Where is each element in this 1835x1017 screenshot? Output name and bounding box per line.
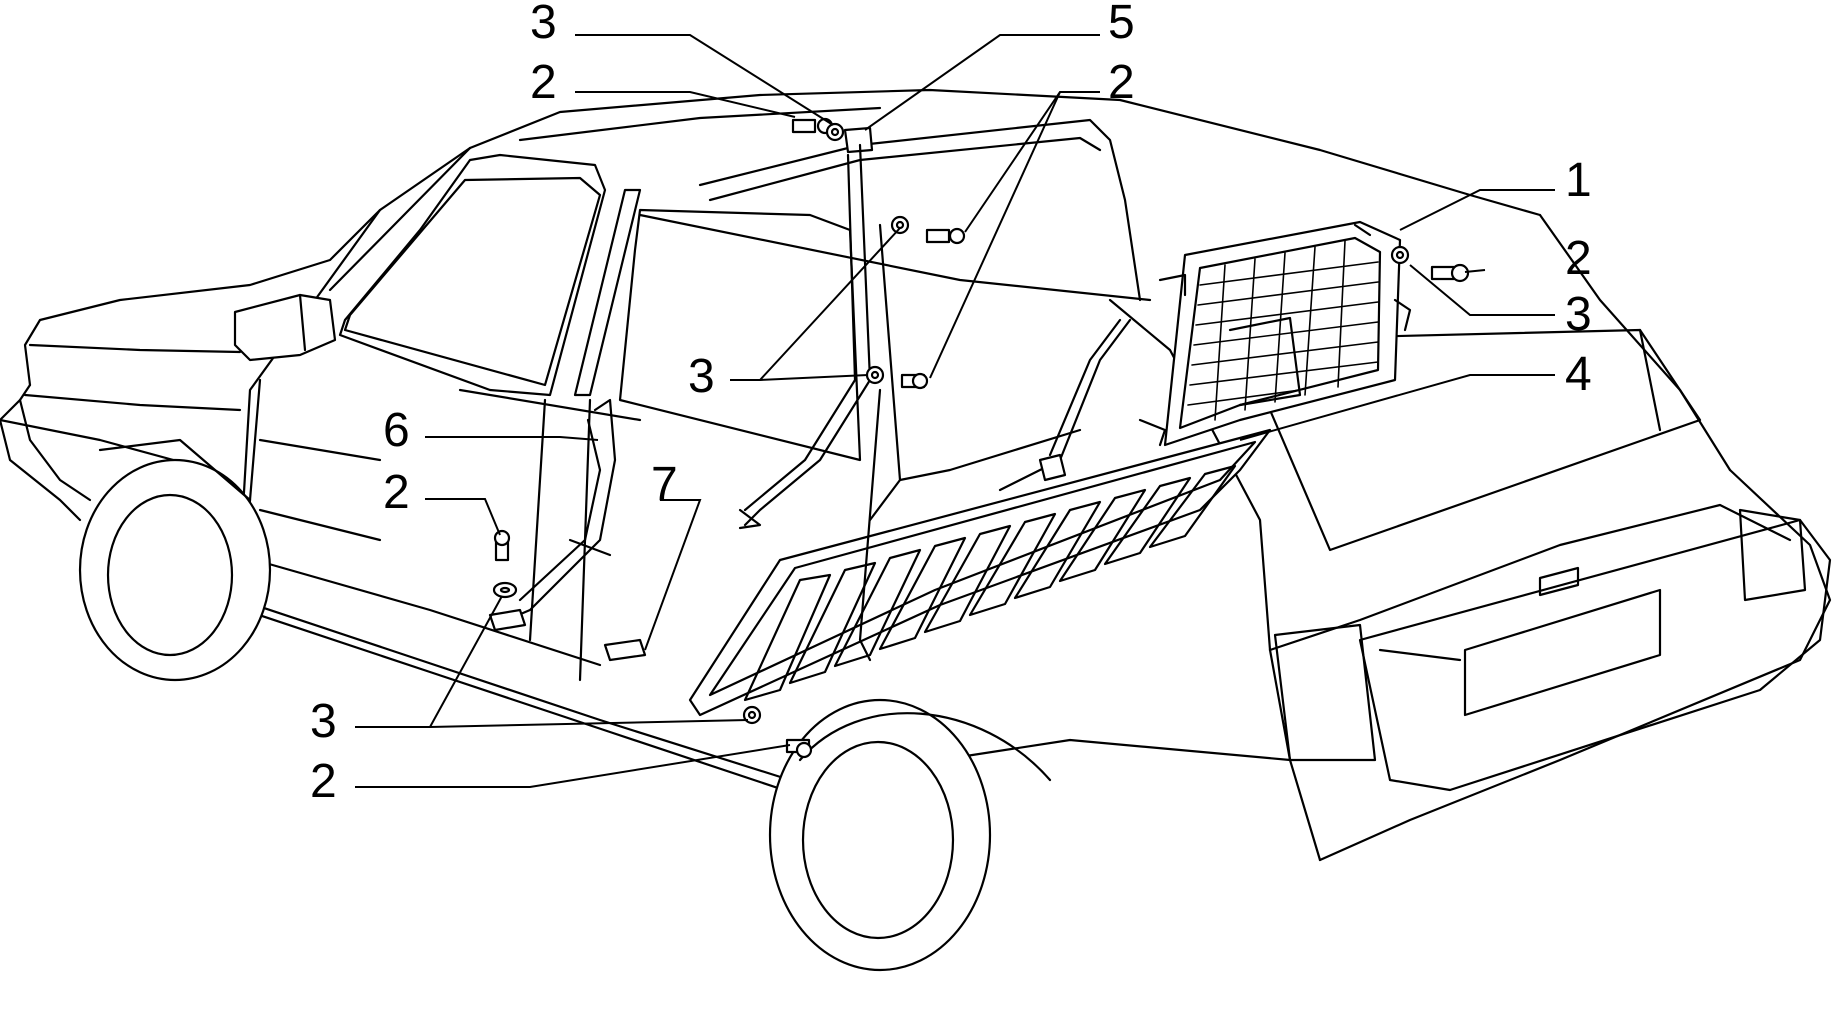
callout-2-bottom: 2 [310,755,337,808]
leader-lines [355,34,1555,788]
rear-wheel [768,698,1052,972]
callout-2-right: 2 [1565,232,1592,285]
callout-5-top: 5 [1108,0,1135,49]
callout-6-left: 6 [383,404,410,457]
net-slats [743,464,1237,702]
callout-3-bottom: 3 [310,695,337,748]
right-strap [998,318,1132,492]
callout-2-top-left: 2 [530,56,557,109]
lower-net-panel [688,428,1272,717]
screw-top-right [925,227,966,245]
nut-left [492,581,518,599]
callout-2-top-right: 2 [1108,56,1135,109]
side-mirror [233,293,337,362]
screw-right [1430,263,1470,283]
center-strap [603,143,882,662]
callout-3-right: 3 [1565,288,1592,341]
net-mesh [1187,240,1379,421]
nut-mid-upper [890,215,910,235]
front-wheel [78,438,272,682]
callout-4-right: 4 [1565,348,1592,401]
screw-mid [900,372,929,390]
callout-3-mid: 3 [688,350,715,403]
callout-2-left: 2 [383,466,410,519]
nut-top-left [825,122,845,142]
callout-labels: 3 2 5 2 1 2 3 4 3 6 2 7 3 2 [310,0,1592,808]
callout-3-top-left: 3 [530,0,557,49]
screw-left [493,529,511,562]
left-pillar-strap [488,398,617,632]
callout-7-mid: 7 [651,458,678,511]
screw-bottom [785,738,813,759]
callout-1-right: 1 [1565,154,1592,207]
fasteners [492,117,1470,759]
nut-bottom [742,705,762,725]
car-body-outline [0,88,1832,862]
upper-net-panel [1138,220,1412,447]
roof-bracket-rail [698,118,1142,302]
nut-right [1390,245,1410,265]
nut-mid [865,365,885,385]
